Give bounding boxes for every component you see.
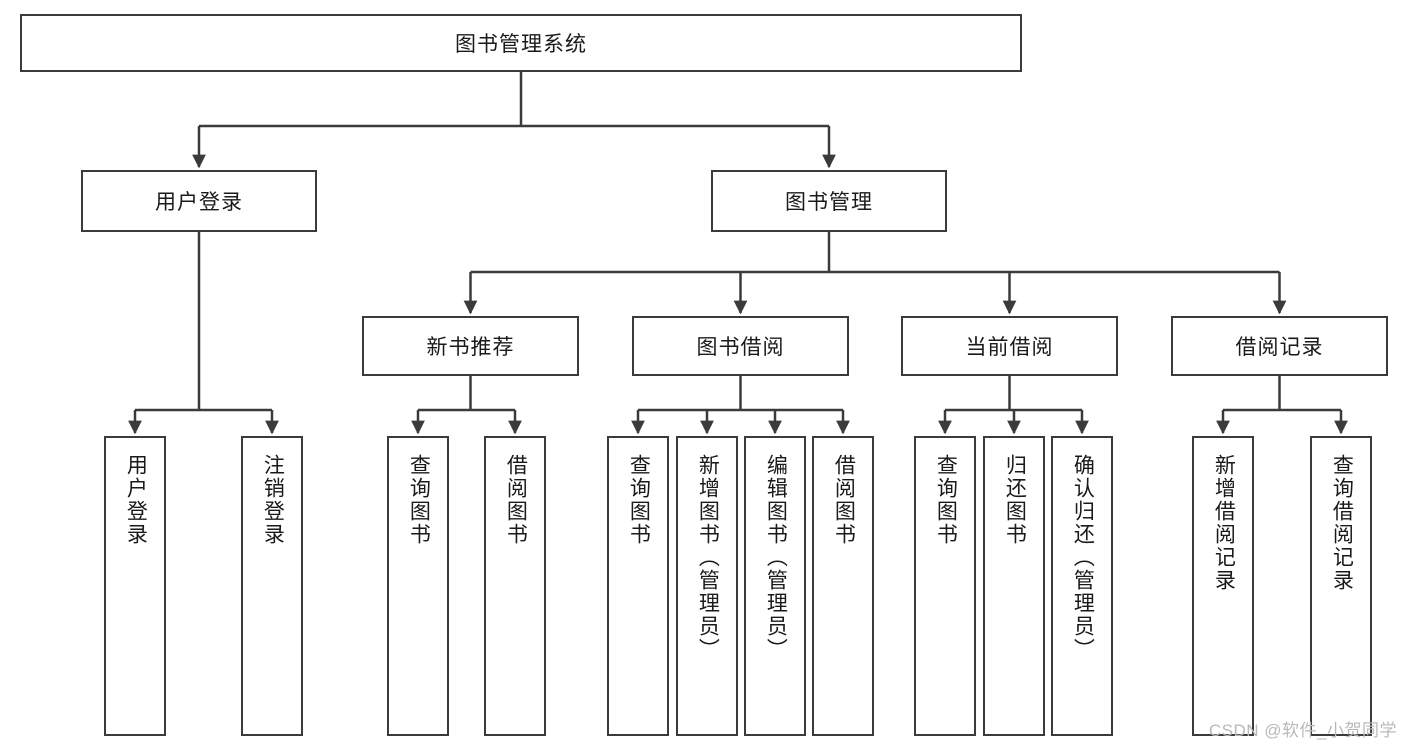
- leaf-node-label: 用户登录: [124, 454, 148, 546]
- leaf-node-0[interactable]: 用户登录: [104, 436, 166, 736]
- level3-node-3[interactable]: 借阅记录: [1171, 316, 1388, 376]
- leaf-node-12[interactable]: 查询借阅记录: [1310, 436, 1372, 736]
- leaf-node-6[interactable]: 编辑图书（管理员）: [744, 436, 806, 736]
- root-node-0[interactable]: 图书管理系统: [20, 14, 1022, 72]
- leaf-node-label: 新增图书（管理员）: [696, 454, 720, 661]
- leaf-node-5[interactable]: 新增图书（管理员）: [676, 436, 738, 736]
- leaf-node-11[interactable]: 新增借阅记录: [1192, 436, 1254, 736]
- leaf-node-label: 新增借阅记录: [1212, 454, 1236, 592]
- leaf-node-label: 查询借阅记录: [1330, 454, 1354, 592]
- level3-node-label: 当前借阅: [965, 336, 1054, 359]
- leaf-node-1[interactable]: 注销登录: [241, 436, 303, 736]
- leaf-node-label: 查询图书: [407, 454, 431, 546]
- leaf-node-label: 查询图书: [934, 454, 958, 546]
- leaf-node-label: 归还图书: [1003, 454, 1027, 546]
- tree-connectors: [128, 72, 1348, 435]
- leaf-node-7[interactable]: 借阅图书: [812, 436, 874, 736]
- leaf-node-label: 注销登录: [261, 454, 285, 546]
- level2-node-label: 用户登录: [155, 191, 243, 214]
- level3-node-1[interactable]: 图书借阅: [632, 316, 849, 376]
- root-node-label: 图书管理系统: [455, 33, 587, 56]
- level3-node-2[interactable]: 当前借阅: [901, 316, 1118, 376]
- leaf-node-label: 借阅图书: [832, 454, 856, 546]
- level2-node-label: 图书管理: [785, 191, 873, 214]
- leaf-node-3[interactable]: 借阅图书: [484, 436, 546, 736]
- level3-node-label: 新书推荐: [426, 336, 515, 359]
- level3-node-label: 借阅记录: [1235, 336, 1324, 359]
- leaf-node-8[interactable]: 查询图书: [914, 436, 976, 736]
- level3-node-0[interactable]: 新书推荐: [362, 316, 579, 376]
- watermark-text: CSDN @软件_小贺同学: [1208, 721, 1397, 740]
- leaf-node-label: 编辑图书（管理员）: [764, 454, 788, 661]
- level3-node-label: 图书借阅: [696, 336, 785, 359]
- leaf-node-9[interactable]: 归还图书: [983, 436, 1045, 736]
- leaf-node-4[interactable]: 查询图书: [607, 436, 669, 736]
- leaf-node-2[interactable]: 查询图书: [387, 436, 449, 736]
- level2-node-1[interactable]: 图书管理: [711, 170, 947, 232]
- leaf-node-label: 借阅图书: [504, 454, 528, 546]
- leaf-node-label: 确认归还（管理员）: [1071, 454, 1095, 661]
- level2-node-0[interactable]: 用户登录: [81, 170, 317, 232]
- leaf-node-label: 查询图书: [627, 454, 651, 546]
- leaf-node-10[interactable]: 确认归还（管理员）: [1051, 436, 1113, 736]
